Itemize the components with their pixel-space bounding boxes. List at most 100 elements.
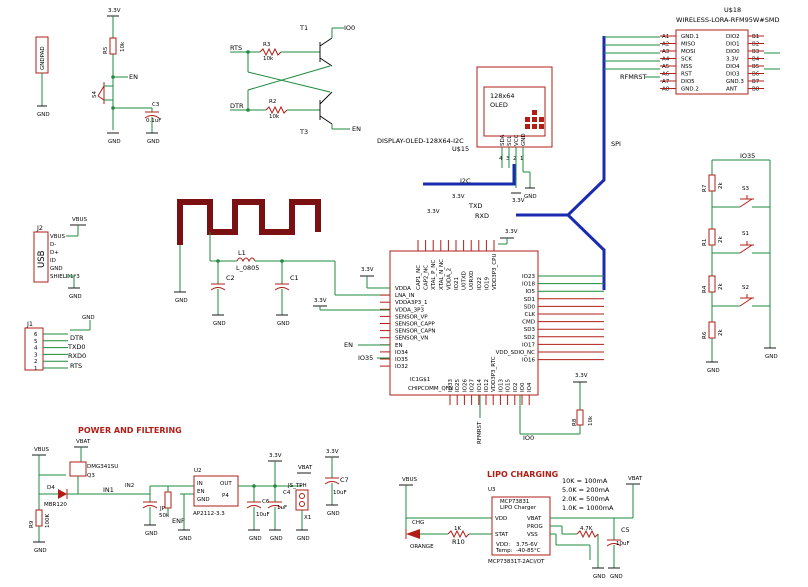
lora-pin-a4: A4 [662,57,670,63]
gndpad-gnd-label: GND [37,112,50,118]
u1-left-pin-3: VDDA_3P3 [395,307,424,313]
usb-pin-dminus: D- [50,242,56,248]
r5-supply-label: 3.3V [108,8,121,14]
lipo-section: LIPO CHARGING 10K = 100mA 5.0K = 200mA 2… [399,470,643,580]
u1-left-pin-4: SENSOR_VP [395,314,428,320]
u3-pin-vbat: VBAT [527,516,542,522]
u1-left-pin-9: IO34 [395,350,408,356]
u3-spec-temp: Temp: [495,548,513,554]
r2-value: 10k [269,114,280,120]
u3-pin-vss: VSS [527,532,538,538]
txd-top-label: TXD [468,202,482,210]
antenna-gnd-label: GND [175,298,188,304]
u1-en-net: EN [344,341,353,349]
l1-label: L1 [238,249,246,257]
gndpad-label: GNDPAD [40,46,46,70]
c4-gnd: GND [270,536,283,542]
q3-label: Q3 [87,473,95,479]
spi-bus-label: SPI [611,140,621,148]
c1-gnd-label: GND [277,321,290,327]
lora-pin-a7: A7 [662,79,670,85]
lora-pin-name-right-7: ANT [726,87,738,93]
oled-gnd-label: GND [524,194,537,200]
lora-rfmrst-label: RFMRST [620,73,647,81]
c7-label: C7 [340,476,349,484]
j1-pin-4: 4 [34,346,38,352]
u1-vdda3p3-supply: 3.3V [314,298,327,304]
r5-label: R5 [103,46,109,54]
u1-bottom-pin-1: IO25 [455,379,461,392]
usb-connector: J2 USB VBUS D- D+ ID GND SHIELD1*3 VBUS … [33,217,88,300]
s1-label: S1 [742,231,749,237]
power-section: POWER AND FILTERING VBUS VBAT DMG341SU Q… [29,426,349,554]
s3-label: S3 [742,186,749,192]
oled-pin-vcc: VCC [514,134,520,146]
u2-pin-gnd: GND [197,497,210,503]
j1-label: J1 [26,320,33,328]
lora-pin-name-left-3: SCK [681,57,692,63]
jp-label: JP [159,506,166,512]
x1-gnd: GND [297,536,310,542]
antenna-and-filter: GND L1 L_0805 C2 GND C1 GND [174,199,390,327]
lora-pin-name-right-6: GND.3 [726,79,744,85]
u1-left-pin-2: VDDA3P3_1 [395,300,427,306]
jstph-vbat: VBAT [298,465,313,471]
lora-pin-name-left-2: MOSI [681,49,696,55]
lipo-vbus: VBUS [402,477,418,483]
u1-right-pin-6: CMD [522,320,535,326]
button-ladder: IO35 R7 2k R1 2k R4 2k R6 2k GND S3 S1 [702,152,778,374]
charge-row-3: 2.0K = 500mA [562,495,610,503]
r9-value: 100K [45,514,51,528]
u3-part: MCP73831 [500,499,529,505]
button-gnd: GND [765,354,778,360]
j1-net-dtr: DTR [70,334,84,342]
u3-pin-vdd: VDD [495,516,507,522]
lora-pin-name-right-5: DIO3 [726,72,740,78]
r4-value: 2k [718,283,724,290]
r1-value: 2k [718,236,724,243]
u3-spec-temp-val: -40-85°C [516,548,541,554]
c7-supply: 3.3V [326,449,339,455]
c3-value: 0.1uF [146,118,161,124]
r9-gnd: GND [34,548,47,554]
r6-label: R6 [702,331,708,339]
r3-value: 10k [263,56,274,62]
u1-bottom-pin-3: IO27 [470,379,476,392]
u3-label: U3 [488,487,496,493]
r8-label: R8 [572,418,578,426]
lora-pin-name-right-3: 3.3V [726,57,739,63]
usb-pin-dplus: D+ [50,250,59,256]
lora-pin-b3: B3 [752,49,760,55]
u1-top-pin-1: CAP2_NC [424,265,430,290]
oled-pin-scl: SCL [507,135,513,146]
led-color: ORANGE [410,544,434,550]
r6-gnd: GND [707,368,720,374]
oled-vcc-label: 3.3V [512,198,525,204]
jp-gnd: GND [145,531,158,537]
u1-bottom-pin-8: IO15 [506,379,512,392]
u3-name: MCP73831T-2ACI/OT [488,559,545,565]
s2-label: S2 [742,285,749,291]
c7-gnd: GND [327,511,340,517]
c4-label: C4 [283,490,291,496]
enp-label: ENP [172,517,185,525]
r10-label: R10 [452,538,465,546]
lipo-title: LIPO CHARGING [487,470,558,479]
t3-en-label: EN [352,125,361,133]
r47-value: 4.7K [580,526,593,532]
charge-row-1: 10K = 100mA [562,477,608,485]
lora-pin-a6: A6 [662,72,670,78]
c6-value: 10uF [256,512,270,518]
u3-sub: LIPO Charger [500,505,537,511]
lora-pin-b1: B1 [752,34,759,40]
esp32-ic: VDDALNA_INVDDA3P3_1VDDA_3P3SENSOR_VPSENS… [313,194,604,444]
r2-label: R2 [269,99,276,105]
u1-bottom-pin-0: IO33 [448,379,454,392]
u2-pin-p4: P4 [222,493,229,499]
u1-bottom-pin-9: IO2 [513,383,519,392]
j1-pin-2: 2 [34,359,38,365]
prog-gnd: GND [593,574,606,580]
rxd-top-label: RXD [475,212,489,220]
bus-lines: I2C SPI TXD RXD [423,36,621,290]
